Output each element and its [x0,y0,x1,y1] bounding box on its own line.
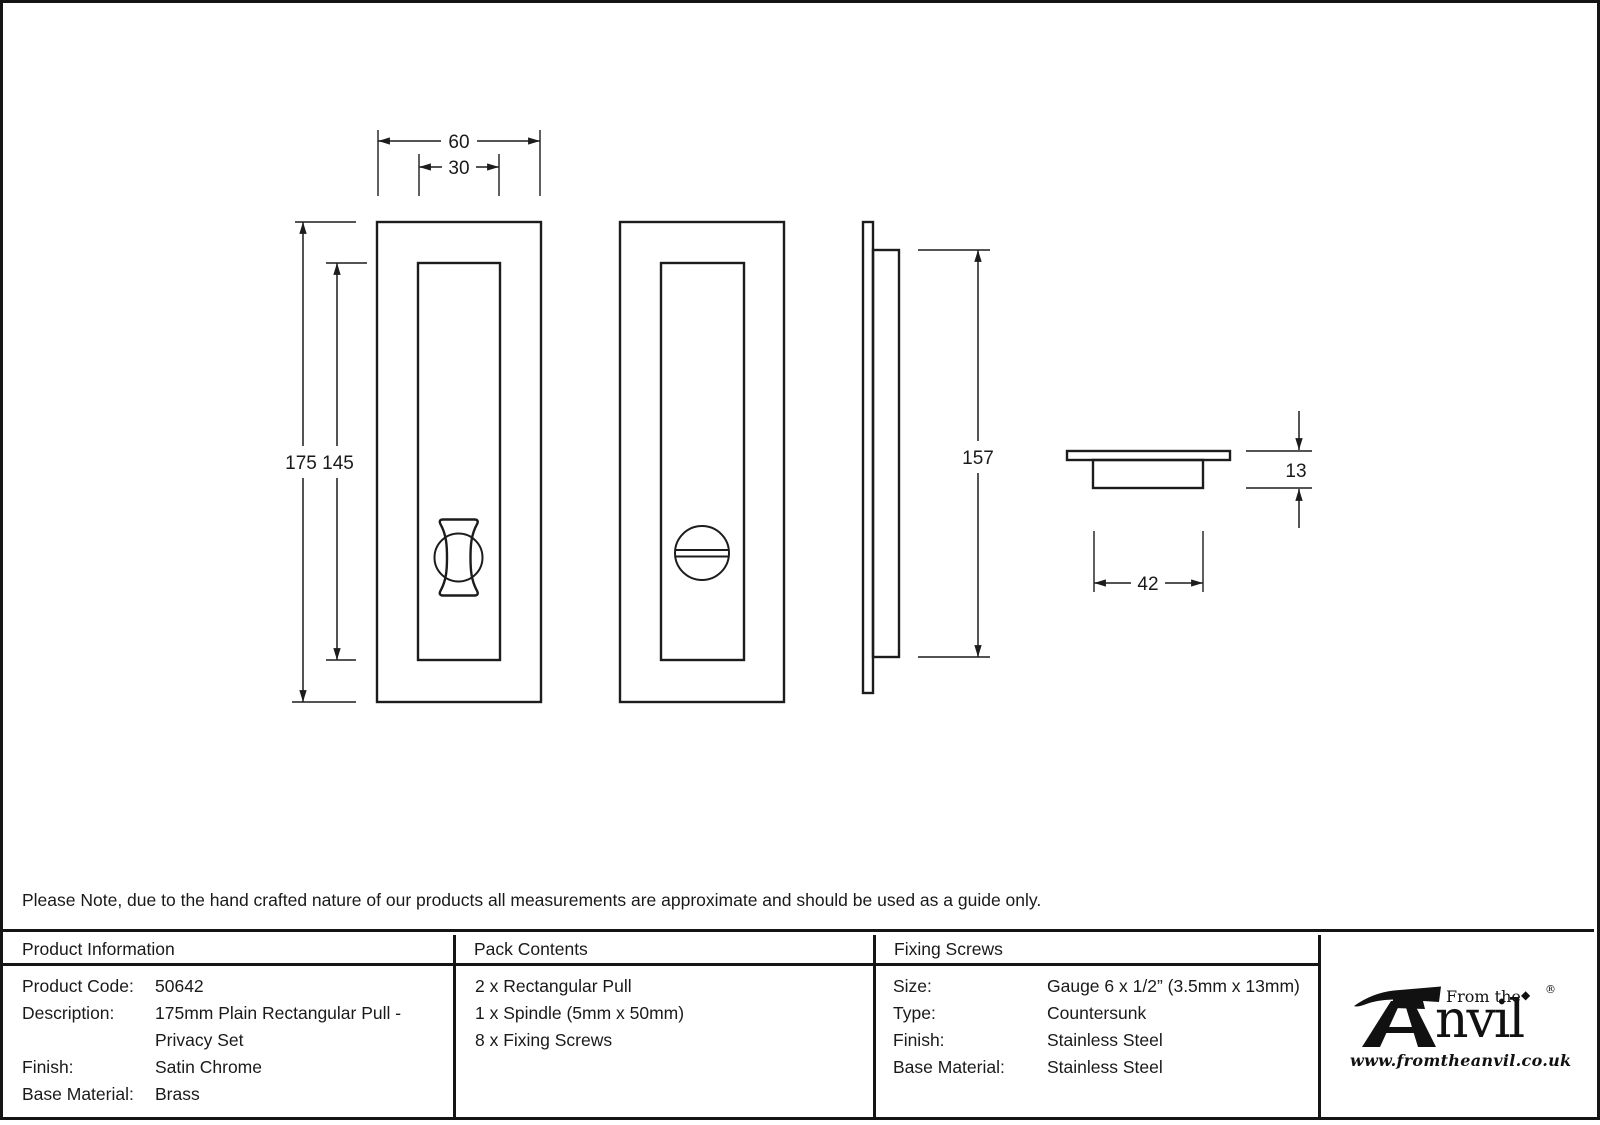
front-view-privacy-pull [375,220,543,704]
anvil-icon [1354,986,1441,1047]
thumbturn-knob [438,518,479,597]
dim-label-60: 60 [448,132,469,153]
dimension-heights: 175 145 [281,221,367,703]
dim-label-13: 13 [1285,461,1306,482]
pack-contents-column: Pack Contents 2 x Rectangular Pull 1 x S… [456,935,876,1117]
fixing-screws-column: Fixing Screws Size: Gauge 6 x 1/2” (3.5m… [876,935,1321,1117]
table-row: Type: Countersunk [876,1000,1318,1027]
dim-label-30: 30 [448,158,469,179]
row-value: 50642 [155,976,204,996]
dim-label-145: 145 [322,453,354,474]
table-row: Product Code: 50642 [3,973,453,1000]
section-view [1065,449,1232,490]
row-value: Stainless Steel [1047,1030,1163,1050]
dimension-side-height: 157 [918,249,1000,658]
front-view-coin-release [618,220,786,704]
diamond-icon: ◆ [1521,988,1531,1002]
technical-drawing: 60 30 175 145 157 [281,128,1312,704]
row-value: Gauge 6 x 1/2” (3.5mm x 13mm) [1047,976,1300,996]
note-row: Please Note, due to the hand crafted nat… [3,871,1594,932]
row-value: 175mm Plain Rectangular Pull - [155,1003,402,1023]
row-label: Size: [893,976,932,996]
dim-label-175: 175 [285,453,317,474]
list-item: 2 x Rectangular Pull [475,976,632,996]
row-label: Product Code: [22,976,134,996]
table-row: Base Material: Stainless Steel [876,1054,1318,1081]
row-value: Countersunk [1047,1003,1147,1023]
table-row: Finish: Satin Chrome [3,1054,453,1081]
table-row: Base Material: Brass [3,1081,453,1108]
dimension-recess-width: 30 [418,154,500,196]
pack-contents-header: Pack Contents [456,935,873,966]
logo-website-url: www.fromtheanvil.co.uk [1350,1051,1572,1070]
dimension-cup-width: 42 [1093,531,1204,596]
row-value: Privacy Set [155,1030,244,1050]
list-item: 1 x Spindle (5mm x 50mm) [475,1003,685,1023]
note-text: Please Note, due to the hand crafted nat… [22,889,1042,910]
row-label: Type: [893,1003,936,1023]
brand-column: From the ◆ nvil ® www.fromtheanvil.co.uk [1321,935,1594,1117]
row-value: Stainless Steel [1047,1057,1163,1077]
row-label: Base Material: [893,1057,1005,1077]
table-row: Finish: Stainless Steel [876,1027,1318,1054]
row-value: Brass [155,1084,200,1104]
row-label: Description: [22,1003,115,1023]
anvil-logo: From the ◆ nvil ® www.fromtheanvil.co.uk [1350,981,1571,1076]
table-row: Privacy Set [3,1027,453,1054]
logo-from-the-text: From the [1446,987,1521,1006]
product-information-header: Product Information [3,935,453,966]
dim-label-157: 157 [962,448,994,469]
side-profile-view [861,220,901,695]
logo-name-text: nvil [1435,990,1525,1050]
dimension-depth: 13 [1246,411,1312,528]
table-row: Size: Gauge 6 x 1/2” (3.5mm x 13mm) [876,973,1318,1000]
info-table: Product Information Product Code: 50642 … [3,935,1594,1117]
product-information-column: Product Information Product Code: 50642 … [3,935,456,1117]
fixing-screws-header: Fixing Screws [876,935,1318,966]
table-row: Description: 175mm Plain Rectangular Pul… [3,1000,453,1027]
dimension-plate-width: 60 [377,128,541,196]
registered-trademark-icon: ® [1545,983,1556,996]
dim-label-42: 42 [1137,574,1158,595]
row-label [3,1027,155,1054]
coin-release-turn [674,525,730,581]
row-label: Finish: [22,1057,74,1077]
row-label: Base Material: [22,1084,134,1104]
row-label: Finish: [893,1030,945,1050]
thumbturn-rose [433,532,484,583]
row-value: Satin Chrome [155,1057,262,1077]
list-item: 8 x Fixing Screws [475,1030,613,1050]
